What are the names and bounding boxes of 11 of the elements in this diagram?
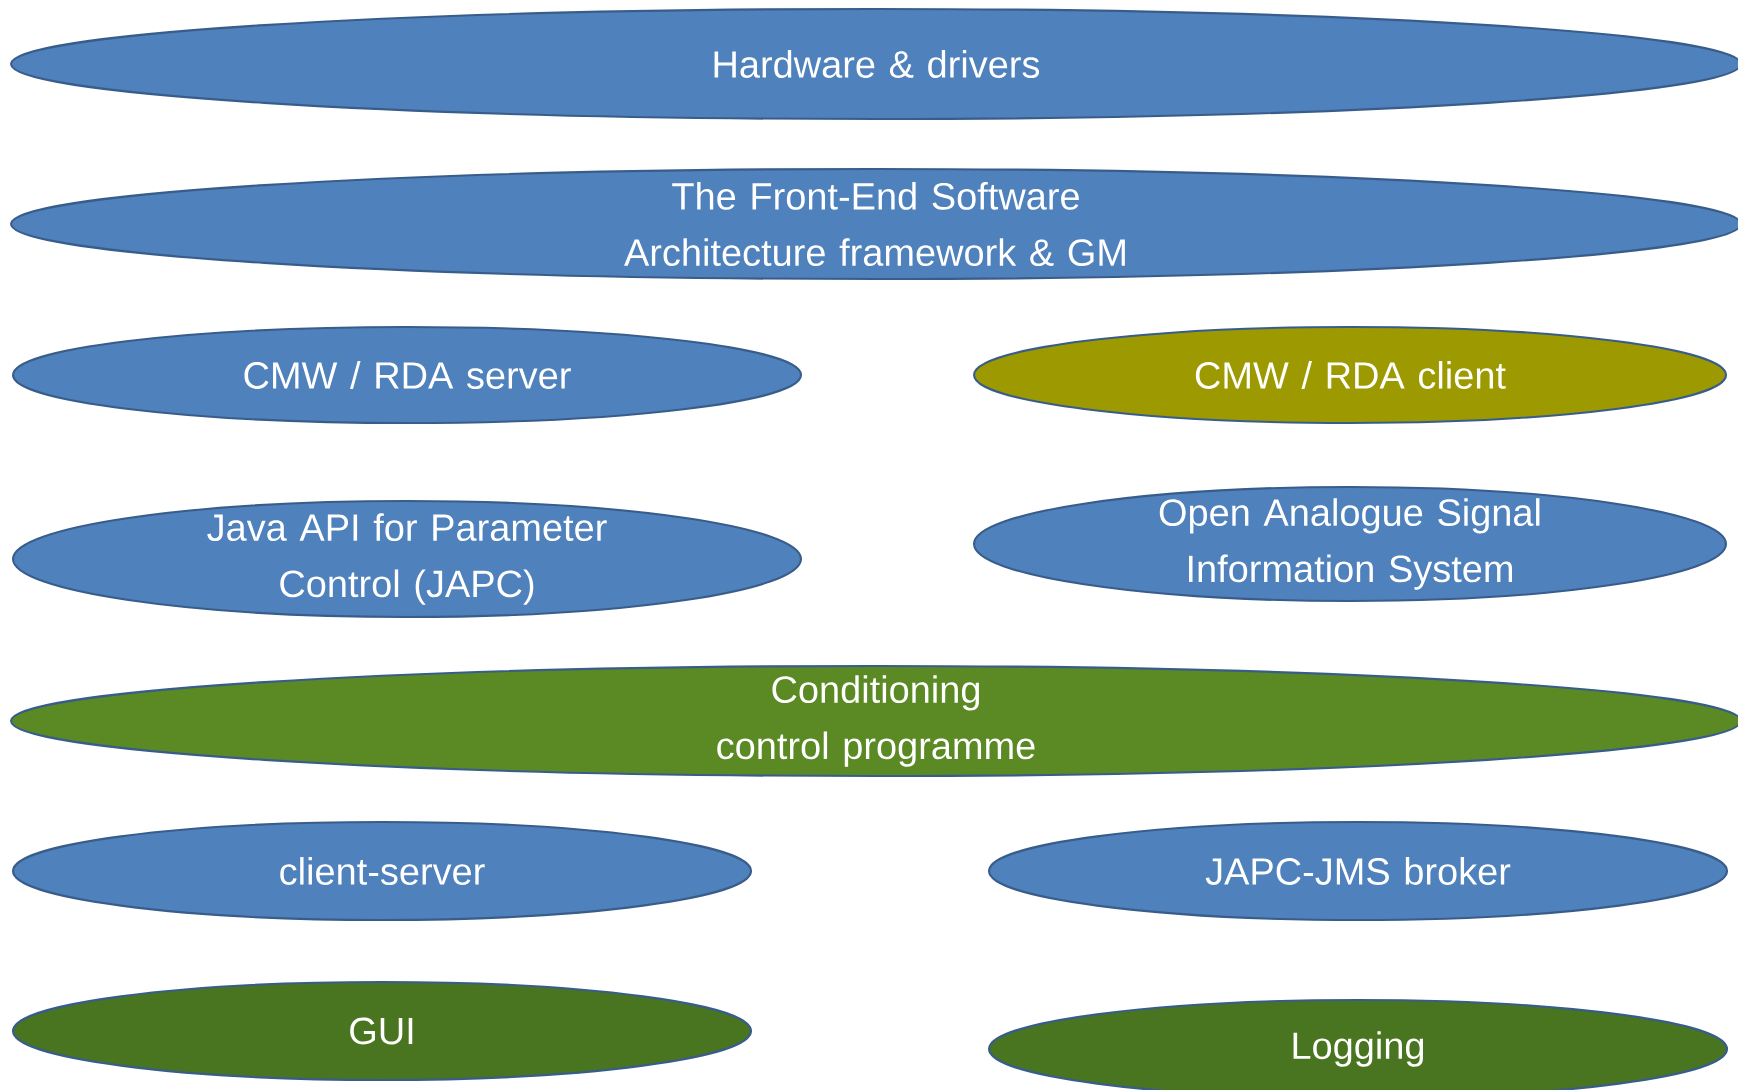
- ellipse-node: Java API for Parameter Control (JAPC): [11, 499, 803, 619]
- ellipse-node: CMW / RDA client: [972, 325, 1728, 425]
- ellipse-node: CMW / RDA server: [11, 325, 803, 425]
- ellipse-node: Logging: [987, 998, 1729, 1090]
- ellipse-node: Open Analogue Signal Information System: [972, 485, 1728, 603]
- ellipse-node: JAPC-JMS broker: [987, 820, 1729, 922]
- ellipse-node: The Front-End Software Architecture framework & GM: [10, 167, 1738, 281]
- ellipse-node: Conditioning control programme: [10, 664, 1738, 778]
- ellipse-node: client-server: [11, 820, 753, 922]
- ellipse-node: Hardware & drivers: [10, 7, 1738, 121]
- ellipse-node: GUI: [11, 980, 753, 1082]
